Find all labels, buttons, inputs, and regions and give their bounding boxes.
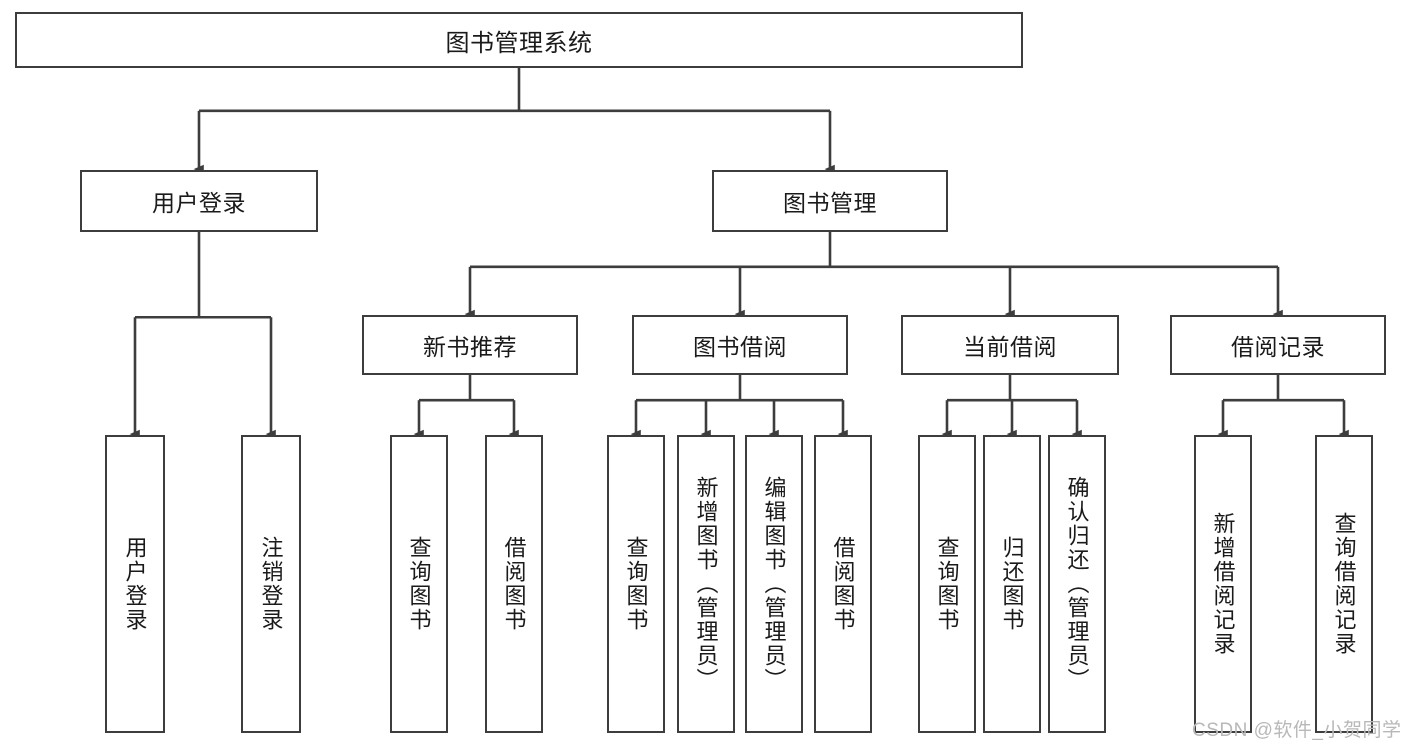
- node-leaf-borrow-book-rec[interactable]: 借阅图书: [485, 435, 543, 733]
- node-label: 新增借阅记录: [1210, 512, 1236, 656]
- node-book-manage[interactable]: 图书管理: [712, 170, 948, 232]
- node-borrow-record[interactable]: 借阅记录: [1170, 315, 1386, 375]
- node-label: 注销登录: [258, 536, 284, 632]
- node-root[interactable]: 图书管理系统: [15, 12, 1023, 68]
- node-label: 图书管理: [783, 190, 877, 216]
- node-leaf-edit-book[interactable]: 编辑图书（管理员）: [745, 435, 803, 733]
- node-leaf-query-book-bor[interactable]: 查询图书: [607, 435, 665, 733]
- node-user-login[interactable]: 用户登录: [80, 170, 318, 232]
- node-leaf-return-book[interactable]: 归还图书: [983, 435, 1041, 733]
- node-label: 用户登录: [122, 536, 148, 632]
- node-label: 查询图书: [934, 536, 960, 632]
- node-leaf-query-record[interactable]: 查询借阅记录: [1315, 435, 1373, 733]
- node-label: 查询图书: [623, 536, 649, 632]
- node-label: 借阅图书: [501, 536, 527, 632]
- node-leaf-query-book-rec[interactable]: 查询图书: [390, 435, 448, 733]
- node-leaf-add-book[interactable]: 新增图书（管理员）: [677, 435, 735, 733]
- node-label: 新书推荐: [423, 334, 517, 360]
- node-label: 确认归还（管理员）: [1064, 476, 1090, 692]
- node-label: 编辑图书（管理员）: [761, 476, 787, 692]
- node-leaf-confirm-return[interactable]: 确认归还（管理员）: [1048, 435, 1106, 733]
- node-label: 图书管理系统: [445, 29, 593, 57]
- node-new-book-rec[interactable]: 新书推荐: [362, 315, 578, 375]
- node-label: 借阅记录: [1231, 334, 1325, 360]
- node-label: 当前借阅: [963, 334, 1057, 360]
- node-label: 新增图书（管理员）: [693, 476, 719, 692]
- node-leaf-query-book-cur[interactable]: 查询图书: [918, 435, 976, 733]
- node-label: 查询图书: [406, 536, 432, 632]
- node-leaf-borrow-book-bor[interactable]: 借阅图书: [814, 435, 872, 733]
- node-label: 用户登录: [152, 190, 246, 216]
- node-leaf-add-record[interactable]: 新增借阅记录: [1194, 435, 1252, 733]
- watermark-label: CSDN @软件_小贺同学: [1192, 720, 1402, 741]
- node-label: 图书借阅: [693, 334, 787, 360]
- node-book-borrow[interactable]: 图书借阅: [632, 315, 848, 375]
- node-current-borrow[interactable]: 当前借阅: [901, 315, 1119, 375]
- node-label: 查询借阅记录: [1331, 512, 1357, 656]
- node-label: 借阅图书: [830, 536, 856, 632]
- node-leaf-user-login[interactable]: 用户登录: [105, 435, 165, 733]
- node-leaf-logout[interactable]: 注销登录: [241, 435, 301, 733]
- node-label: 归还图书: [999, 536, 1025, 632]
